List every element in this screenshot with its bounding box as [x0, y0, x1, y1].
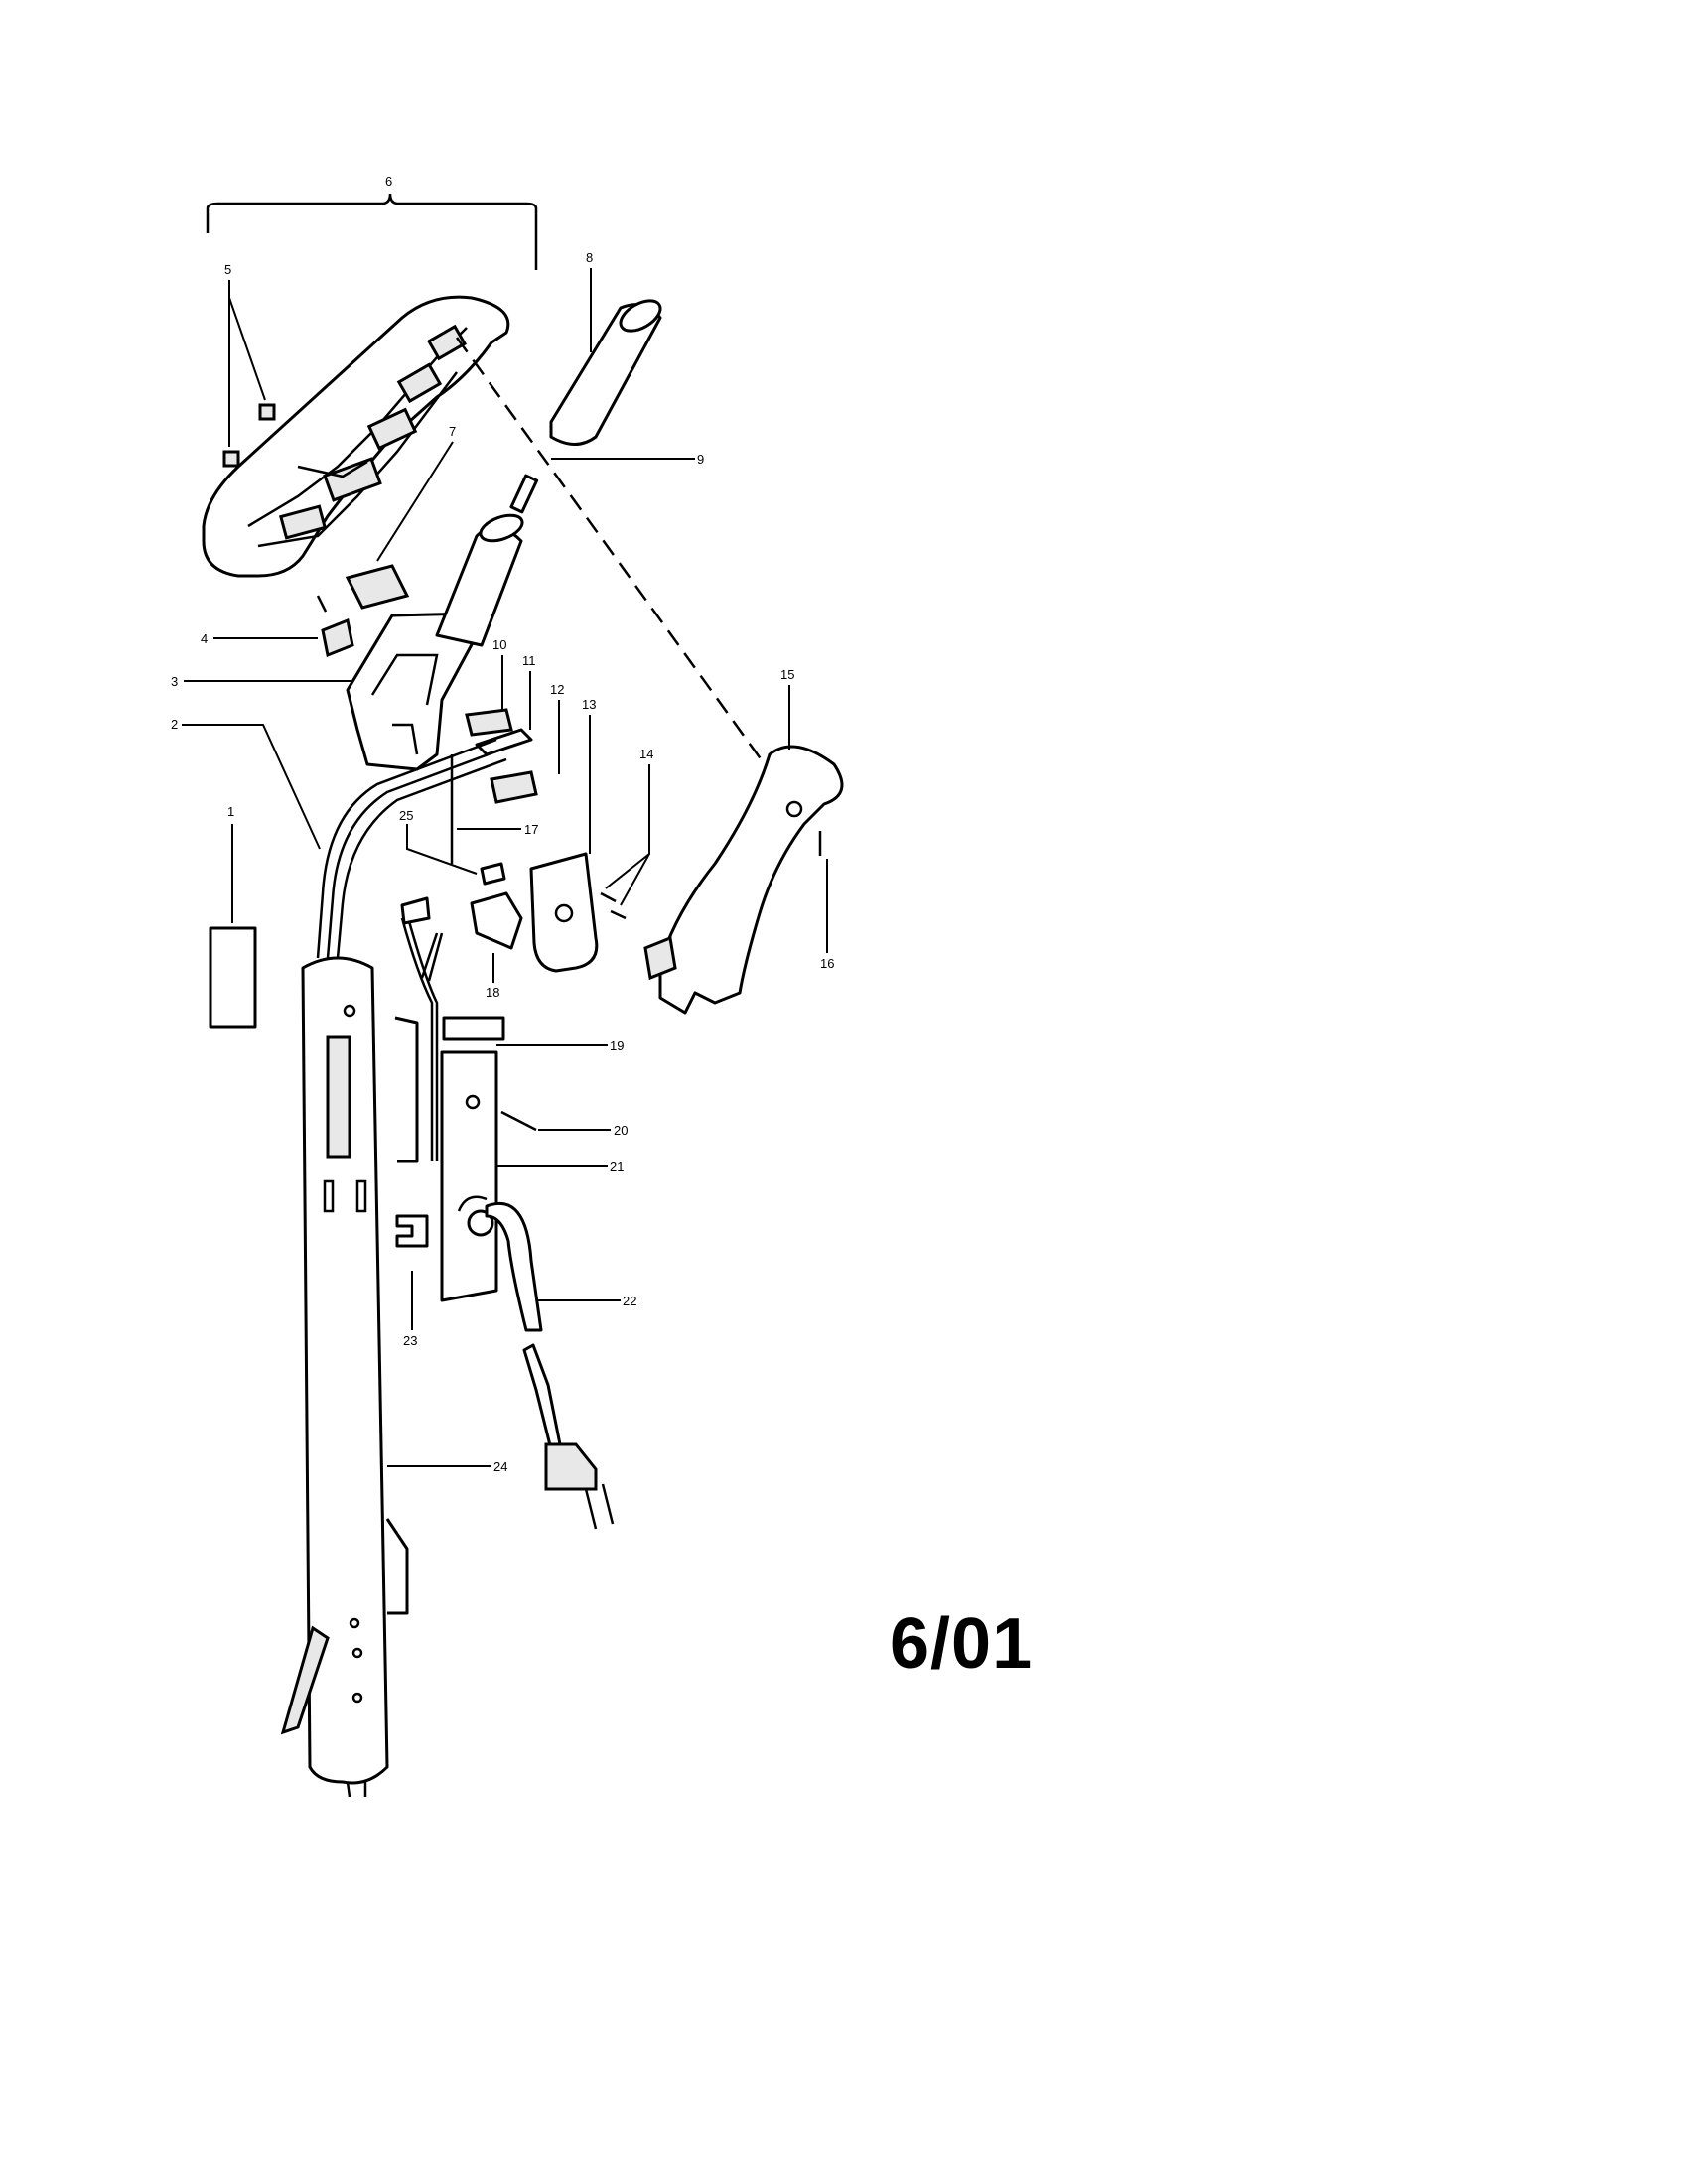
cord-holder-21	[440, 1050, 498, 1302]
revision-date: 6/01	[890, 1604, 1034, 1684]
callout-11: 11	[522, 653, 536, 668]
pin-9	[509, 474, 539, 514]
insert-18	[470, 891, 523, 950]
label-19	[442, 1016, 505, 1041]
callout-16: 16	[820, 956, 834, 971]
leader-14	[605, 764, 650, 906]
handle-body-3	[346, 513, 524, 771]
callout-20: 20	[614, 1123, 628, 1138]
plate-10	[465, 708, 513, 737]
grip-tube-8	[549, 299, 662, 446]
callout-1: 1	[227, 804, 234, 819]
callout-4: 4	[201, 631, 208, 646]
callout-12: 12	[550, 682, 564, 697]
cover-13	[529, 852, 599, 973]
callout-19: 19	[610, 1038, 624, 1053]
label-plate-1	[209, 926, 257, 1029]
callout-8: 8	[586, 250, 593, 265]
callout-10: 10	[492, 637, 506, 652]
grip-cover-15	[643, 745, 844, 1015]
connector-25	[480, 862, 506, 886]
clip-23	[395, 1214, 429, 1248]
leader-2	[182, 724, 321, 850]
callout-23: 23	[403, 1333, 417, 1348]
leader-7	[376, 441, 454, 562]
callout-21: 21	[610, 1160, 624, 1174]
main-tube-24	[280, 956, 419, 1798]
screw-14b	[610, 909, 627, 920]
callout-22: 22	[623, 1294, 636, 1308]
slide-7	[345, 564, 410, 610]
leader-5	[228, 280, 266, 447]
callout-15: 15	[780, 667, 794, 682]
assembly-line	[455, 337, 767, 765]
callout-14: 14	[639, 747, 653, 761]
callout-5: 5	[224, 262, 231, 277]
plate-12	[490, 770, 538, 804]
callout-6: 6	[385, 174, 392, 189]
screw-20	[500, 1110, 537, 1132]
clip-5a	[222, 450, 240, 468]
callout-24: 24	[493, 1459, 507, 1474]
wire-harness-2	[316, 738, 507, 959]
callout-13: 13	[582, 697, 596, 712]
callout-25: 25	[399, 808, 413, 823]
power-cord-22	[485, 1201, 615, 1530]
screw-14a	[600, 891, 617, 903]
clip-5b	[258, 403, 276, 421]
leader-25	[406, 824, 478, 875]
callout-7: 7	[449, 424, 456, 439]
bracket-11	[475, 728, 533, 756]
callout-3: 3	[171, 674, 178, 689]
handle-top-cover	[202, 295, 510, 578]
bracket-6	[206, 193, 538, 270]
switch-4	[321, 617, 354, 658]
callout-17: 17	[524, 822, 538, 837]
callout-9: 9	[697, 452, 704, 467]
callout-2: 2	[171, 717, 178, 732]
callout-18: 18	[486, 985, 499, 1000]
